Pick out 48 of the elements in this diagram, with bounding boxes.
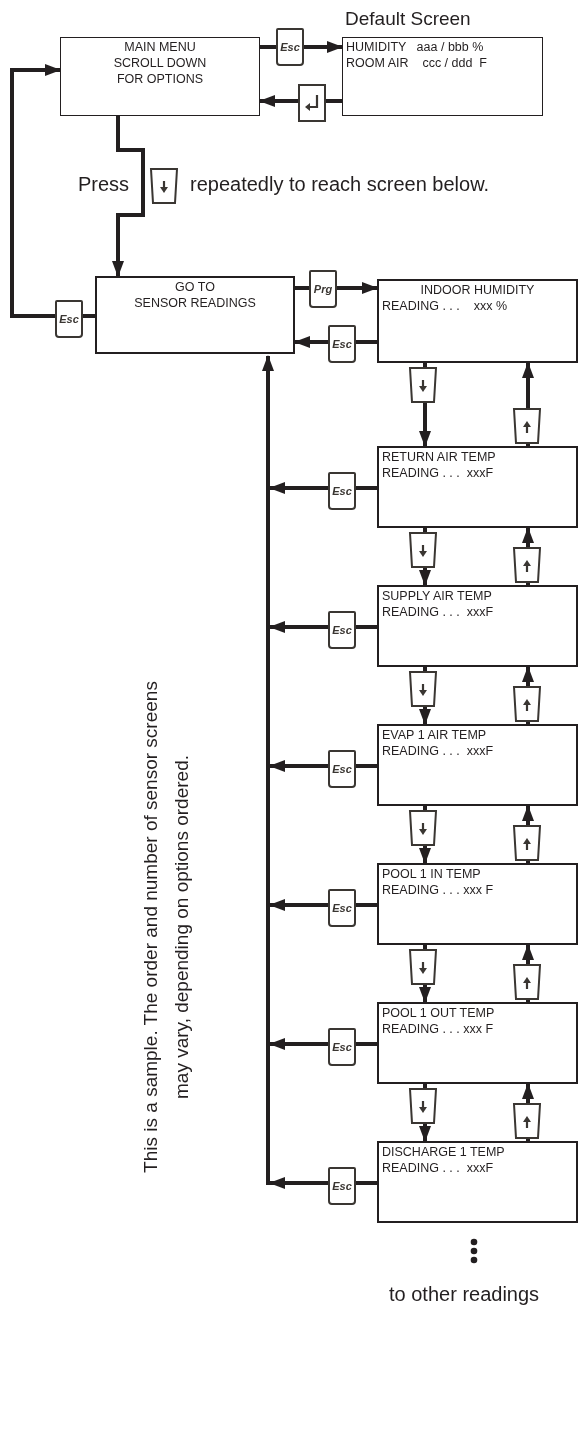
screen-text: HUMIDITY aaa / bbb % [345,39,485,55]
screen-text: SUPPLY AIR TEMP [381,588,493,604]
screen-title: Default Screen [345,7,471,31]
arrow [262,355,274,1185]
screen-box [377,446,578,528]
arrow [112,116,145,277]
screen-text: RETURN AIR TEMP [381,449,497,465]
screen-text: FOR OPTIONS [115,71,205,87]
screen-box [377,724,578,806]
key-label: Esc [328,1167,356,1205]
screen-box [377,863,578,945]
instruction-text: Press [78,172,130,196]
key-label: Prg [309,270,337,308]
screen-box [60,37,260,116]
key-label: Esc [328,1028,356,1066]
key-label: Esc [328,472,356,510]
screen-text: READING . . . xxx % [381,298,509,314]
screen-text: READING . . . xxxF [381,743,495,759]
screen-text: SENSOR READINGS [133,295,257,311]
screen-text: INDOOR HUMIDITY [419,282,536,298]
screen-box [377,1002,578,1084]
screen-box [377,1141,578,1223]
screen-text: POOL 1 IN TEMP [381,866,482,882]
screen-box [377,585,578,667]
screen-text: READING . . . xxx F [381,1021,495,1037]
screen-text: EVAP 1 AIR TEMP [381,727,488,743]
key-label: Esc [328,611,356,649]
screen-text: DISCHARGE 1 TEMP [381,1144,506,1160]
key-label: Esc [55,300,83,338]
key-label: Esc [328,889,356,927]
note-text: This is a sample. The order and number of sensor screens may vary, depending on options ordered. [139,680,193,1175]
screen-text: READING . . . xxx F [381,882,495,898]
screen-text: READING . . . xxxF [381,604,495,620]
screen-text: READING . . . xxxF [381,465,495,481]
note-text: to other readings [389,1282,540,1306]
screen-text: SCROLL DOWN [112,55,208,71]
screen-text: POOL 1 OUT TEMP [381,1005,496,1021]
screen-text: ROOM AIR ccc / ddd F [345,55,488,71]
screen-text: MAIN MENU [123,39,197,55]
screen-box [377,279,578,363]
arrow [10,64,95,318]
key-label: Esc [276,28,304,66]
key-label: Esc [328,325,356,363]
key-label: Esc [328,750,356,788]
instruction-text: repeatedly to reach screen below. [190,172,490,196]
screen-text: GO TO [174,279,216,295]
screen-text: READING . . . xxxF [381,1160,495,1176]
screen-box [95,276,295,354]
